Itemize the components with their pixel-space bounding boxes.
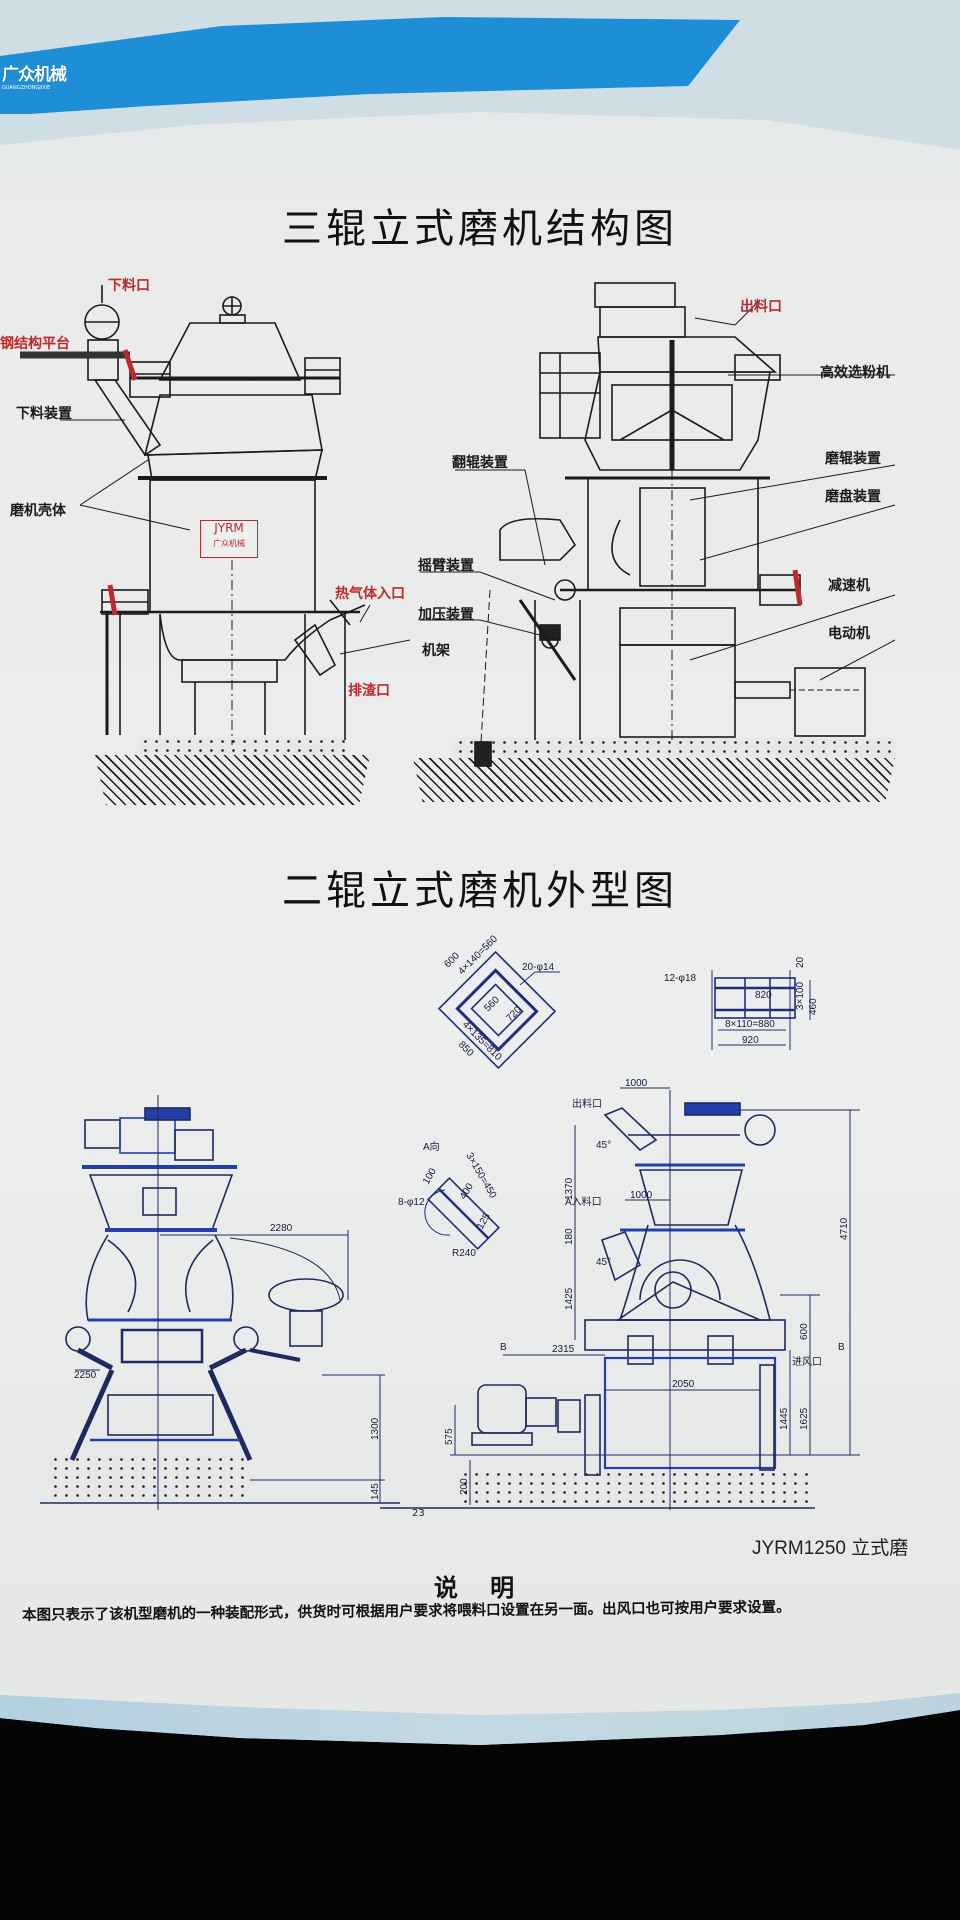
notes-title: 说 明	[433, 1573, 527, 1602]
foundation-hatch-right	[413, 758, 895, 802]
dim-text: 460	[808, 998, 819, 1015]
dim-text: 2315	[552, 1344, 575, 1355]
label-frame: 机架	[422, 643, 450, 659]
dim-text: 12-φ18	[664, 973, 696, 984]
concrete-slab-bottom-right	[460, 1470, 810, 1508]
nameplate-model: JYRM	[214, 521, 244, 535]
dim-text: 100	[421, 1166, 439, 1186]
dim-text: 125	[475, 1211, 493, 1231]
dim-text: 1445	[779, 1407, 790, 1430]
dim-text: 1625	[799, 1407, 810, 1430]
detail-drawing-1	[437, 950, 560, 1070]
dim-text: 进风口	[792, 1356, 822, 1368]
dim-text: 4710	[839, 1217, 850, 1240]
dim-text: 8×110=880	[725, 1019, 775, 1030]
dim-text: 2050	[672, 1379, 695, 1390]
dim-text: A向	[423, 1140, 440, 1153]
dim-text: 出料口	[572, 1097, 602, 1110]
nameplate: JYRM 广众机械	[200, 520, 258, 558]
dim-text: 1300	[370, 1417, 381, 1440]
dim-text: 560	[482, 994, 502, 1014]
label-roller-flip: 翻辊装置	[452, 455, 508, 471]
dim-text: 2250	[74, 1370, 97, 1381]
dim-text: R240	[452, 1248, 476, 1259]
label-motor: 电动机	[828, 626, 870, 642]
dim-text: A入料口	[565, 1195, 602, 1208]
label-slag-outlet: 排渣口	[348, 683, 390, 699]
dim-text: B	[500, 1342, 507, 1353]
dim-text: 2280	[270, 1223, 293, 1234]
label-rocker-arm: 摇臂装置	[418, 558, 474, 574]
detail-drawing-2	[711, 970, 811, 1050]
concrete-slab-right	[455, 738, 895, 758]
label-hot-gas-inlet: 热气体入口	[335, 586, 405, 602]
dim-text: 45°	[596, 1140, 611, 1151]
dim-text: 145	[370, 1483, 381, 1500]
dim-text: 400	[458, 1181, 476, 1201]
dim-text: 180	[564, 1228, 575, 1245]
dim-text: 1425	[564, 1287, 575, 1310]
label-table-device: 磨盘装置	[825, 489, 881, 505]
section1-title: 三辊立式磨机结构图	[282, 206, 678, 252]
concrete-slab-left	[140, 737, 345, 755]
label-roller-device: 磨辊装置	[825, 451, 881, 467]
two-roller-mill-side-view	[380, 1087, 860, 1510]
detail-drawing-a	[424, 1177, 501, 1251]
dimension-labels: 600 4×140=560 20-φ14 560 720 4×135=810 8…	[74, 933, 850, 1500]
label-feed-port: 下料口	[108, 278, 150, 294]
dim-text: 720	[504, 1004, 524, 1024]
dim-text: 1000	[625, 1078, 648, 1089]
dim-text: 20	[795, 956, 806, 968]
label-feed-device: 下料装置	[16, 406, 72, 422]
page-number: 23	[412, 1508, 425, 1519]
label-steel-platform: 钢结构平台	[0, 336, 70, 352]
dim-text: 8-φ12	[398, 1197, 425, 1208]
three-roller-mill-section-view	[420, 282, 896, 767]
dim-text: 3×100	[795, 981, 806, 1010]
section2-title: 二辊立式磨机外型图	[282, 868, 678, 914]
label-pressure-device: 加压装置	[418, 607, 474, 623]
three-roller-mill-side-view	[20, 285, 411, 745]
label-discharge-port: 出料口	[740, 299, 782, 315]
logo-chinese: 广众机械	[2, 65, 67, 85]
label-reducer: 减速机	[828, 578, 870, 594]
dim-text: 1370	[564, 1177, 575, 1200]
dim-text: 20-φ14	[522, 962, 554, 973]
company-logo: 广众机械 GUANGZHONGJIXIE	[2, 60, 67, 91]
label-classifier: 高效选粉机	[820, 365, 890, 381]
foundation-hatch-left	[95, 755, 370, 805]
brochure-page: 广众机械 GUANGZHONGJIXIE 三辊立式磨机结构图 二辊立式磨机外型图	[0, 0, 960, 1745]
dim-text: 200	[459, 1478, 470, 1495]
two-roller-mill-front-view	[40, 1095, 400, 1510]
label-mill-shell: 磨机壳体	[10, 503, 66, 519]
dim-text: 920	[742, 1035, 759, 1046]
logo-english: GUANGZHONGJIXIE	[2, 85, 51, 91]
dim-text: 600	[799, 1323, 810, 1340]
dim-text: 820	[755, 990, 772, 1001]
dim-text: B	[838, 1342, 845, 1353]
model-caption: JYRM1250 立式磨	[752, 1538, 909, 1559]
concrete-slab-bottom-left	[50, 1455, 250, 1497]
dim-text: 1000	[630, 1190, 653, 1201]
dim-text: 575	[444, 1428, 455, 1445]
dim-text: 45°	[596, 1257, 611, 1268]
nameplate-brand: 广众机械	[213, 539, 245, 548]
